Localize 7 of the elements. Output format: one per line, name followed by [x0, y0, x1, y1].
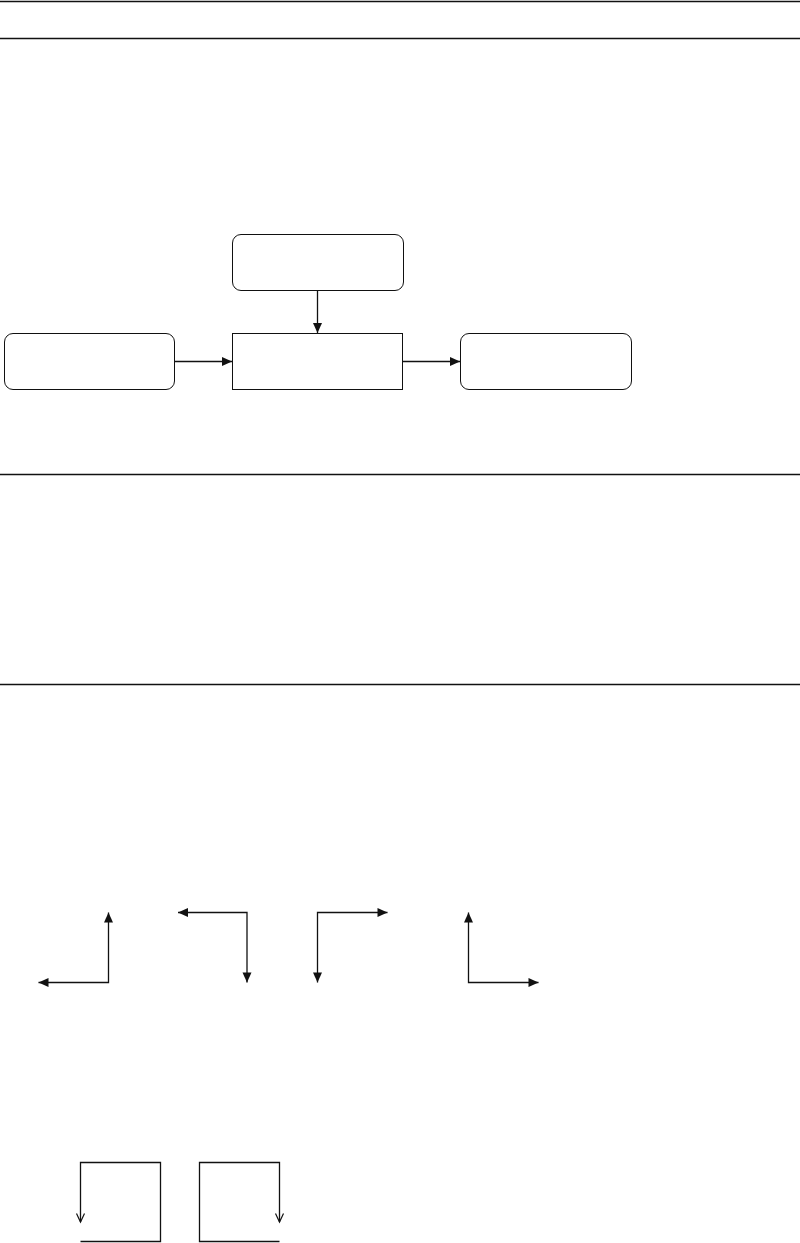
- rounded-box: [232, 234, 404, 291]
- process-box: [232, 333, 403, 390]
- arrow: [313, 290, 322, 334]
- arrow: [402, 357, 461, 366]
- rounded-box: [460, 333, 632, 390]
- arrow: [174, 357, 233, 366]
- rounded-box: [4, 333, 175, 390]
